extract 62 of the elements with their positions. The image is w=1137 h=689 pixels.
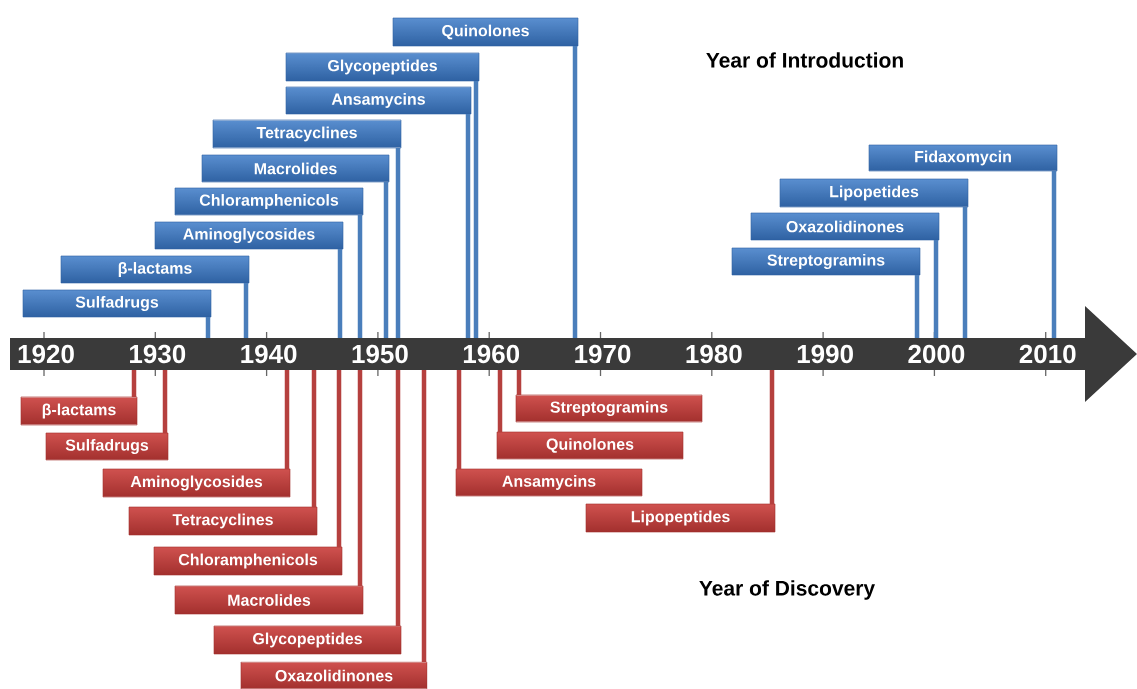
- label-box: Chloramphenicols: [174, 187, 364, 216]
- label-box: Tetracyclines: [212, 119, 402, 149]
- heading: Year of Introduction: [706, 52, 903, 68]
- year-label: 1980: [686, 344, 742, 364]
- heading: Year of Discovery: [699, 580, 875, 600]
- label-box: Glycopeptides: [285, 52, 480, 82]
- connector-line: [497, 370, 503, 432]
- connector-line: [205, 317, 211, 338]
- label-box: Ansamycins: [455, 468, 643, 497]
- connector-line: [311, 370, 317, 507]
- label-box: Oxazolidinones: [240, 661, 428, 689]
- label-box: Aminoglycosides: [154, 221, 344, 250]
- connector-line: [162, 370, 168, 433]
- year-label: 1950: [352, 344, 408, 364]
- label-box: Macrolides: [174, 585, 364, 615]
- connector-line: [131, 370, 137, 397]
- year-label: 2010: [1019, 344, 1076, 364]
- connector-line: [465, 114, 471, 338]
- label-box: Aminoglycosides: [102, 468, 291, 498]
- connector-line: [357, 370, 363, 586]
- year-label: 1920: [18, 344, 74, 364]
- label-box: β-lactams: [60, 255, 250, 284]
- label-box: Oxazolidinones: [750, 212, 940, 241]
- connector-line: [357, 215, 363, 338]
- connector-line: [337, 249, 343, 338]
- connector-line: [914, 275, 920, 338]
- connector-line: [473, 81, 479, 338]
- connector-line: [383, 182, 389, 338]
- connector-line: [395, 148, 401, 338]
- year-label: 1970: [575, 344, 631, 364]
- label-box: Lipopetides: [779, 178, 969, 208]
- label-box: Macrolides: [201, 154, 390, 183]
- year-label: 2000: [908, 344, 965, 364]
- year-label: 1940: [241, 344, 297, 364]
- year-label: 1960: [463, 344, 520, 364]
- label-box: Lipopeptides: [585, 503, 776, 533]
- connector-line: [456, 370, 462, 469]
- label-box: Streptogramins: [515, 394, 703, 423]
- connector-line: [243, 283, 249, 338]
- connector-line: [336, 370, 342, 547]
- connector-line: [572, 46, 578, 338]
- connector-line: [395, 370, 401, 626]
- connector-line: [933, 240, 939, 338]
- connector-line: [962, 207, 968, 338]
- year-label: 1930: [130, 344, 186, 364]
- connector-line: [421, 370, 427, 662]
- connector-line: [1051, 171, 1057, 338]
- label-box: Tetracyclines: [128, 506, 318, 536]
- year-label: 1990: [797, 344, 853, 364]
- label-box: Sulfadrugs: [22, 289, 212, 318]
- label-box: Glycopeptides: [213, 625, 402, 655]
- label-box: β-lactams: [20, 396, 138, 426]
- label-box: Quinolones: [392, 17, 579, 47]
- label-box: Fidaxomycin: [868, 144, 1058, 172]
- label-box: Ansamycins: [285, 86, 472, 115]
- label-box: Quinolones: [496, 431, 684, 460]
- label-box: Sulfadrugs: [45, 432, 169, 461]
- connector-line: [516, 370, 522, 395]
- label-box: Chloramphenicols: [153, 546, 343, 576]
- label-box: Streptogramins: [731, 247, 921, 276]
- connector-line: [769, 370, 775, 504]
- connector-line: [284, 370, 290, 469]
